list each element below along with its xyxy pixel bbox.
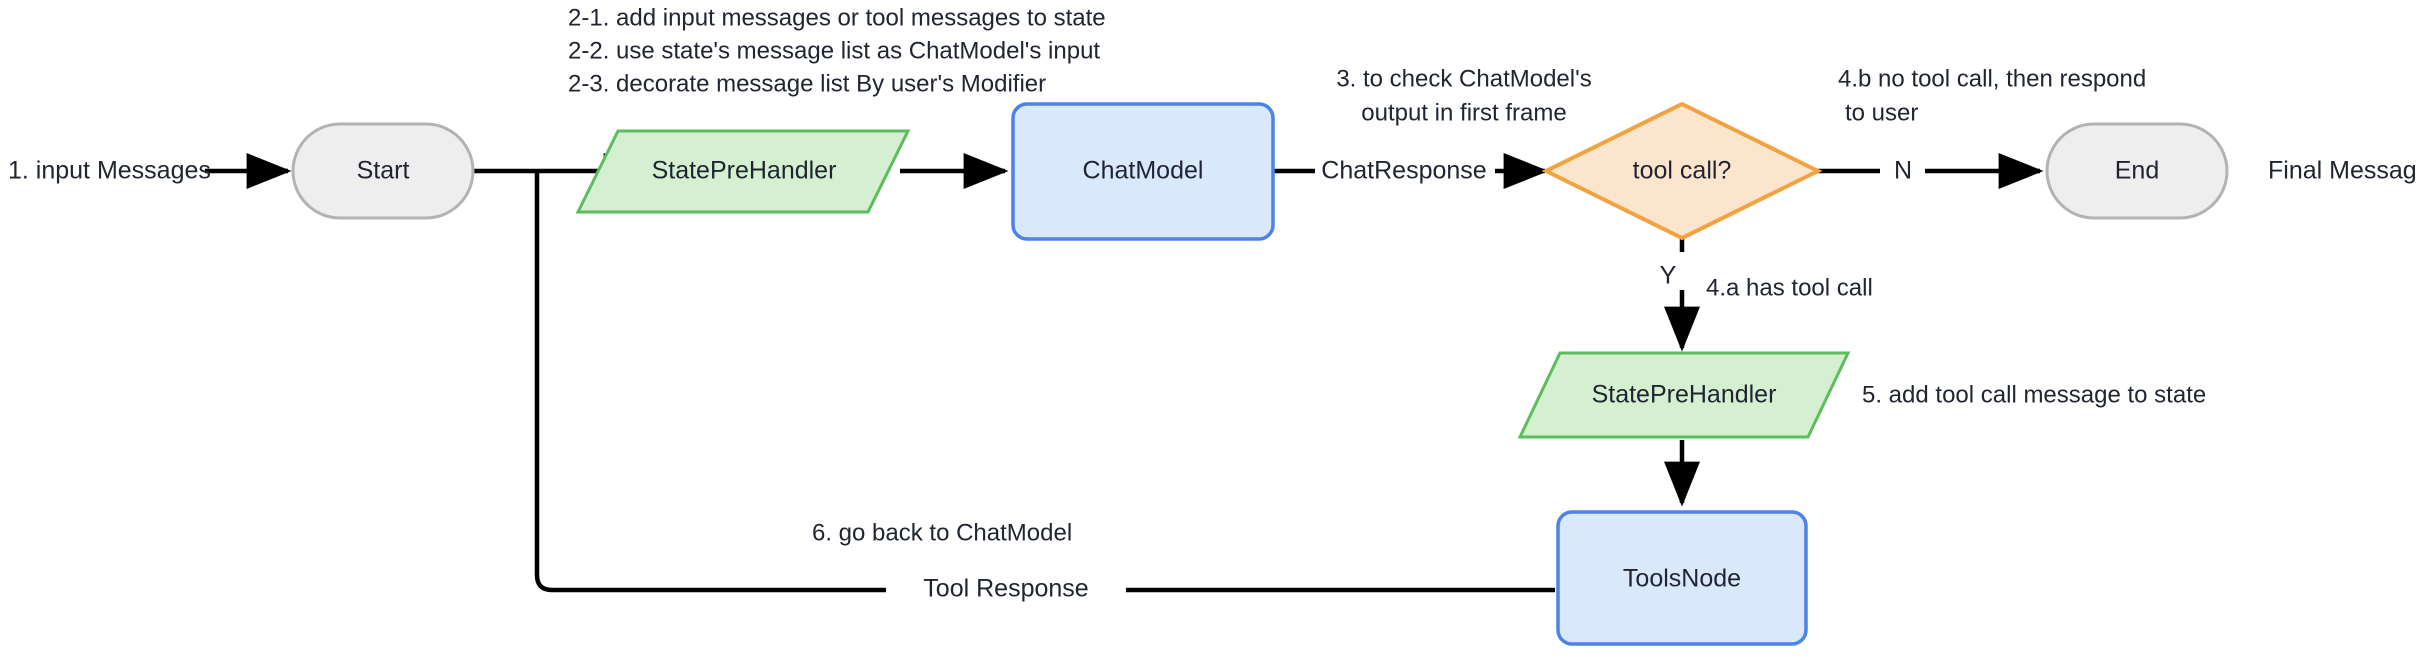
node-chatmodel-shape xyxy=(1011,102,1275,241)
edge-toolsnode-loopback xyxy=(534,171,1555,593)
edge-label-input-messages: 1. input Messages xyxy=(8,157,211,185)
node-start-shape xyxy=(291,122,475,220)
annotation-step3-line1: 3. to check ChatModel's xyxy=(1336,65,1591,92)
annotation-step4a: 4.a has tool call xyxy=(1706,274,1873,301)
node-end[interactable]: End xyxy=(2045,122,2229,220)
node-decision-label: tool call? xyxy=(1633,157,1732,185)
node-prehandler-1-label: StatePreHandler xyxy=(652,157,837,185)
tool-response-label-backdrop xyxy=(886,572,1126,608)
node-end-shape xyxy=(2045,122,2229,220)
edge-label-tool-response-top: Tool Response xyxy=(923,575,1088,603)
edge-label-final-message: Final Message xyxy=(2268,157,2416,185)
node-decision-toolcall[interactable]: tool call? xyxy=(1541,101,1823,241)
edge-label-chat-response: ChatResponse xyxy=(1321,157,1486,185)
node-toolsnode-shape xyxy=(1556,510,1808,646)
node-prehandler-2[interactable]: StatePreHandler xyxy=(1517,351,1851,439)
annotation-step4b-line2: to user xyxy=(1845,99,1918,126)
annotation-step2-line3: 2-3. decorate message list By user's Mod… xyxy=(568,70,1046,97)
annotation-step2-line2: 2-2. use state's message list as ChatMod… xyxy=(568,37,1100,64)
node-prehandler-1[interactable]: StatePreHandler xyxy=(575,129,911,214)
node-start-label: Start xyxy=(357,157,410,185)
node-end-label: End xyxy=(2115,157,2159,185)
annotation-step2-line1: 2-1. add input messages or tool messages… xyxy=(568,4,1106,31)
edge-label-branch-yes: Y xyxy=(1660,262,1677,290)
edge-label-branch-no: N xyxy=(1894,157,1912,185)
node-toolsnode-label: ToolsNode xyxy=(1623,565,1741,593)
node-prehandler-1-shape xyxy=(575,129,911,214)
node-chatmodel[interactable]: ChatModel xyxy=(1011,102,1275,241)
node-prehandler-2-label: StatePreHandler xyxy=(1592,381,1777,409)
node-prehandler-2-shape xyxy=(1517,351,1851,439)
node-chatmodel-label: ChatModel xyxy=(1083,157,1204,185)
node-start[interactable]: Start xyxy=(291,122,475,220)
node-toolsnode[interactable]: ToolsNode xyxy=(1556,510,1808,646)
annotation-step5: 5. add tool call message to state xyxy=(1862,381,2206,408)
annotation-step6: 6. go back to ChatModel xyxy=(812,519,1072,546)
annotation-step3-line2: output in first frame xyxy=(1361,99,1566,126)
annotation-step4b-line1: 4.b no tool call, then respond xyxy=(1838,65,2146,92)
node-decision-shape xyxy=(1541,101,1823,241)
